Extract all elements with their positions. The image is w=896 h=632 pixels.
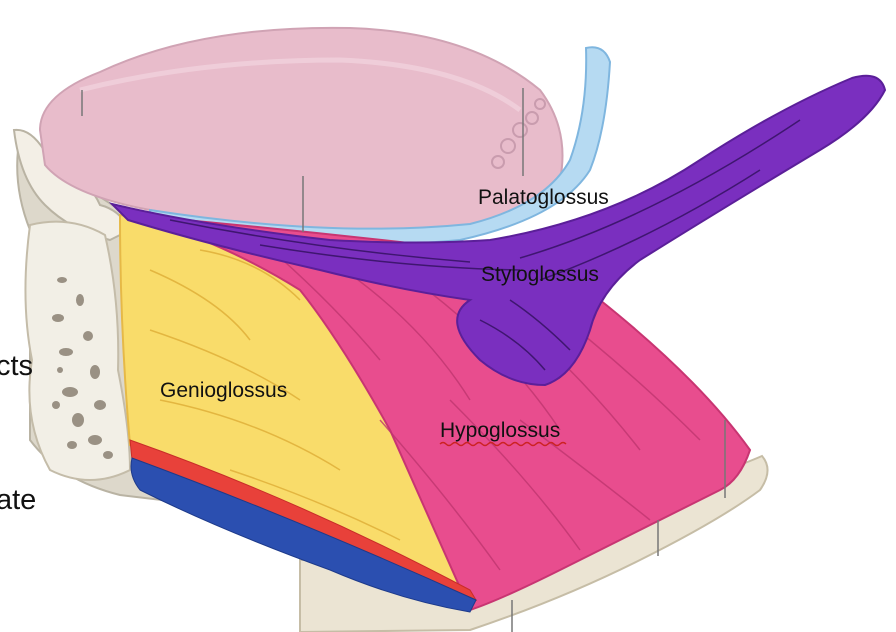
leader-lines xyxy=(81,88,726,632)
label-palatoglossus: Palatoglossus xyxy=(478,186,609,209)
genioglossus-fibers xyxy=(149,249,401,541)
label-genioglossus: Genioglossus xyxy=(160,379,287,402)
papillae xyxy=(491,98,546,169)
styloglossus-muscle xyxy=(108,74,887,387)
bone-cross-section xyxy=(24,220,132,481)
cropped-text-2: ate xyxy=(0,484,37,516)
label-styloglossus: Styloglossus xyxy=(481,263,599,286)
bone-pores xyxy=(52,277,113,459)
styloglossus-fibers xyxy=(169,119,801,371)
cropped-text-1: cts xyxy=(0,350,34,382)
tongue-surface-texture xyxy=(79,57,522,113)
spellcheck-underline xyxy=(439,441,567,447)
label-hypoglossus: Hypoglossus xyxy=(440,419,560,442)
blue-band xyxy=(130,457,477,613)
